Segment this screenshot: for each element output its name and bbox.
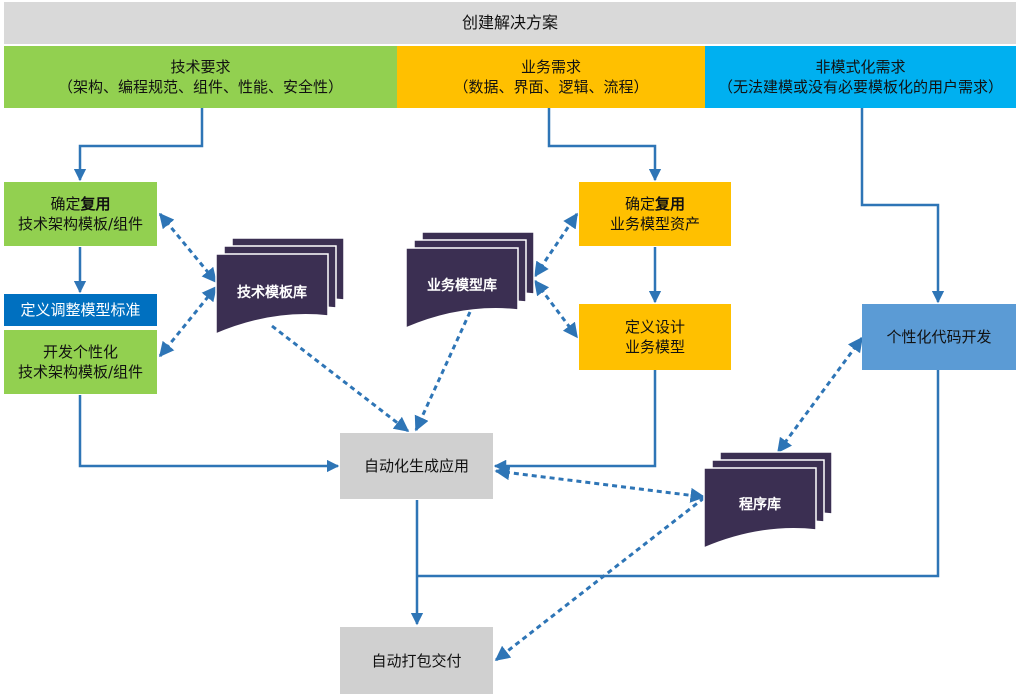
link-program-lib-pack [494, 496, 705, 662]
link-biz-lib-define [533, 279, 579, 339]
confirm-reuse-tech-box: 确定复用 技术架构模板/组件 [4, 182, 157, 246]
custom-requirements-header: 非模式化需求 （无法建模或没有必要模板化的用户需求） [705, 46, 1016, 108]
develop-custom-tech-box: 开发个性化 技术架构模板/组件 [4, 330, 157, 394]
connector-business-to-confirm [547, 108, 662, 182]
confirm-reuse-business-box: 确定复用 业务模型资产 [579, 182, 731, 246]
confirm-tech-line2: 技术架构模板/组件 [17, 215, 144, 233]
tech-template-library-icon [215, 237, 345, 336]
confirm-biz-reuse: 复用 [655, 195, 686, 213]
connector-dev-to-pack [417, 370, 940, 578]
custom-requirements-title: 非模式化需求 [815, 58, 906, 76]
define-biz-line1: 定义设计 [624, 318, 685, 336]
connector-custom-to-dev [860, 108, 945, 304]
link-biz-lib-confirm [533, 212, 579, 278]
business-requirements-title: 业务需求 [520, 58, 581, 76]
tech-requirements-title: 技术要求 [170, 58, 231, 76]
define-business-model-box: 定义设计 业务模型 [579, 304, 731, 370]
custom-requirements-subtitle: （无法建模或没有必要模板化的用户需求） [717, 78, 1003, 96]
auto-gen-label: 自动化生成应用 [363, 457, 469, 475]
business-model-library-icon [405, 231, 535, 330]
auto-generate-app-box: 自动化生成应用 [340, 433, 493, 499]
tech-template-library-label: 技术模板库 [237, 284, 307, 301]
confirm-tech-prefix: 确定 [50, 195, 81, 213]
business-requirements-header: 业务需求 （数据、界面、逻辑、流程） [397, 46, 705, 108]
link-confirm-tech-lib [158, 212, 218, 284]
auto-package-delivery-box: 自动打包交付 [340, 627, 493, 694]
program-library-label: 程序库 [739, 496, 781, 513]
define-standard-label: 定义调整模型标准 [20, 301, 141, 319]
custom-dev-label: 个性化代码开发 [886, 328, 992, 346]
program-library-icon [703, 451, 833, 550]
link-tech-lib-autogen [271, 324, 410, 433]
develop-tech-line1: 开发个性化 [42, 343, 118, 361]
confirm-biz-line2: 业务模型资产 [609, 215, 700, 233]
connector-tech-to-confirm [73, 108, 204, 182]
confirm-biz-prefix: 确定 [624, 195, 655, 213]
define-standard-box: 定义调整模型标准 [4, 294, 157, 326]
tech-requirements-subtitle: （架构、编程规范、组件、性能、安全性） [57, 78, 343, 96]
link-develop-tech-lib [158, 285, 218, 358]
connector-develop-to-autogen [78, 395, 340, 473]
confirm-tech-reuse: 复用 [80, 195, 111, 213]
tech-requirements-header: 技术要求 （架构、编程规范、组件、性能、安全性） [4, 46, 397, 108]
page-title: 创建解决方案 [461, 13, 558, 32]
custom-code-dev-box: 个性化代码开发 [862, 304, 1016, 370]
link-autogen-program-lib [494, 465, 706, 503]
business-requirements-subtitle: （数据、界面、逻辑、流程） [453, 78, 649, 96]
solution-header: 创建解决方案 [4, 2, 1016, 44]
auto-pack-label: 自动打包交付 [371, 651, 462, 670]
link-biz-lib-autogen [414, 311, 472, 432]
business-model-library-label: 业务模型库 [427, 277, 497, 294]
develop-tech-line2: 技术架构模板/组件 [17, 363, 144, 381]
define-biz-line2: 业务模型 [624, 338, 685, 356]
link-dev-program-lib [776, 336, 864, 454]
connector-define-to-autogen [493, 370, 657, 473]
